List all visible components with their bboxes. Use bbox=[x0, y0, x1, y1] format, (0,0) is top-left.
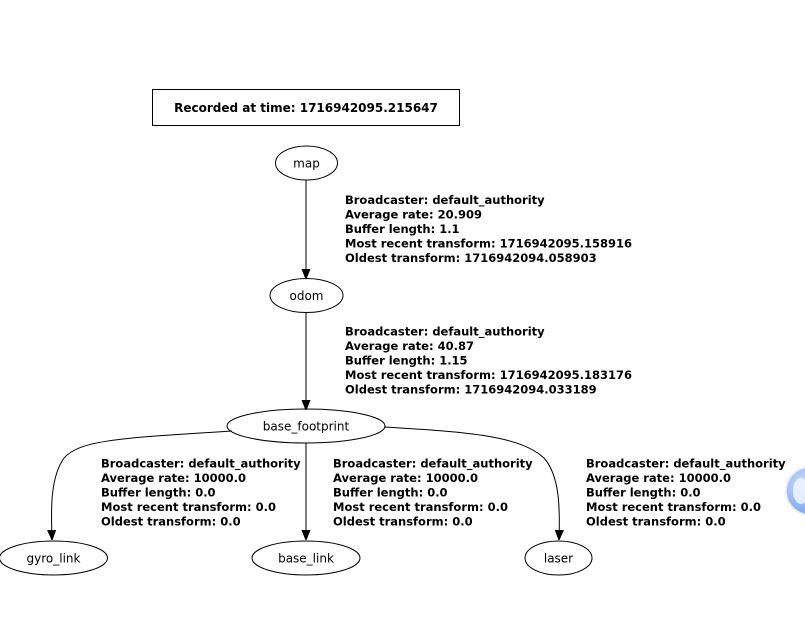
node-gyro-link-label: gyro_link bbox=[27, 552, 81, 566]
edge-buffer-length: Buffer length: 1.1 bbox=[345, 222, 460, 236]
node-laser: laser bbox=[524, 540, 593, 576]
edge-average-rate: Average rate: 10000.0 bbox=[333, 471, 478, 485]
edge-oldest: Oldest transform: 0.0 bbox=[101, 515, 241, 529]
edge-most-recent: Most recent transform: 1716942095.158916 bbox=[345, 237, 632, 251]
node-odom-label: odom bbox=[290, 289, 324, 303]
edge-oldest: Oldest transform: 1716942094.058903 bbox=[345, 251, 597, 265]
edge-label-base-footprint-gyro-link: Broadcaster: default_authority Average r… bbox=[101, 457, 301, 529]
edge-oldest: Oldest transform: 1716942094.033189 bbox=[345, 383, 597, 397]
node-map: map bbox=[275, 145, 338, 181]
node-map-ellipse bbox=[275, 145, 338, 181]
edge-broadcaster: Broadcaster: default_authority bbox=[345, 325, 545, 340]
node-base-link-ellipse bbox=[251, 540, 361, 576]
edge-buffer-length: Buffer length: 1.15 bbox=[345, 354, 468, 368]
header-text: Recorded at time: 1716942095.215647 bbox=[174, 101, 438, 115]
edge-most-recent: Most recent transform: 0.0 bbox=[586, 500, 761, 514]
edge-broadcaster: Broadcaster: default_authority bbox=[586, 457, 786, 472]
node-base-link-label: base_link bbox=[278, 552, 334, 566]
edge-average-rate: Average rate: 10000.0 bbox=[586, 471, 731, 485]
node-base-footprint: base_footprint bbox=[226, 408, 386, 444]
header-box bbox=[152, 89, 460, 126]
node-gyro-link-ellipse bbox=[0, 540, 108, 576]
edge-buffer-length: Buffer length: 0.0 bbox=[101, 486, 216, 500]
edge-label-base-footprint-laser: Broadcaster: default_authority Average r… bbox=[586, 457, 786, 529]
edge-average-rate: Average rate: 10000.0 bbox=[101, 471, 246, 485]
edge-average-rate: Average rate: 20.909 bbox=[345, 208, 482, 222]
edge-base-footprint-laser bbox=[383, 426, 559, 539]
edge-average-rate: Average rate: 40.87 bbox=[345, 339, 474, 353]
edge-most-recent: Most recent transform: 0.0 bbox=[333, 500, 508, 514]
edge-base-footprint-gyro-link bbox=[51, 430, 233, 539]
node-odom: odom bbox=[269, 278, 344, 313]
edge-oldest: Oldest transform: 0.0 bbox=[333, 515, 473, 529]
edge-label-map-odom: Broadcaster: default_authority Average r… bbox=[345, 193, 632, 265]
edge-most-recent: Most recent transform: 0.0 bbox=[101, 500, 276, 514]
node-base-link: base_link bbox=[251, 540, 361, 576]
node-odom-ellipse bbox=[269, 278, 344, 313]
edge-broadcaster: Broadcaster: default_authority bbox=[333, 457, 533, 472]
node-laser-ellipse bbox=[524, 540, 593, 576]
edge-oldest: Oldest transform: 0.0 bbox=[586, 515, 726, 529]
node-base-footprint-label: base_footprint bbox=[263, 420, 350, 434]
node-gyro-link: gyro_link bbox=[0, 540, 108, 576]
edge-buffer-length: Buffer length: 0.0 bbox=[586, 486, 701, 500]
edge-label-odom-base-footprint: Broadcaster: default_authority Average r… bbox=[345, 325, 632, 397]
node-base-footprint-ellipse bbox=[226, 408, 386, 444]
assistant-bubble-icon bbox=[793, 478, 805, 504]
node-map-label: map bbox=[293, 157, 320, 171]
recorded-time-header: Recorded at time: 1716942095.215647 bbox=[152, 89, 460, 126]
edge-label-base-footprint-base-link: Broadcaster: default_authority Average r… bbox=[333, 457, 533, 529]
edge-broadcaster: Broadcaster: default_authority bbox=[101, 457, 301, 472]
node-laser-label: laser bbox=[544, 552, 573, 566]
edge-broadcaster: Broadcaster: default_authority bbox=[345, 193, 545, 208]
edge-buffer-length: Buffer length: 0.0 bbox=[333, 486, 448, 500]
edge-most-recent: Most recent transform: 1716942095.183176 bbox=[345, 368, 632, 382]
floating-assistant-button[interactable] bbox=[787, 468, 805, 514]
